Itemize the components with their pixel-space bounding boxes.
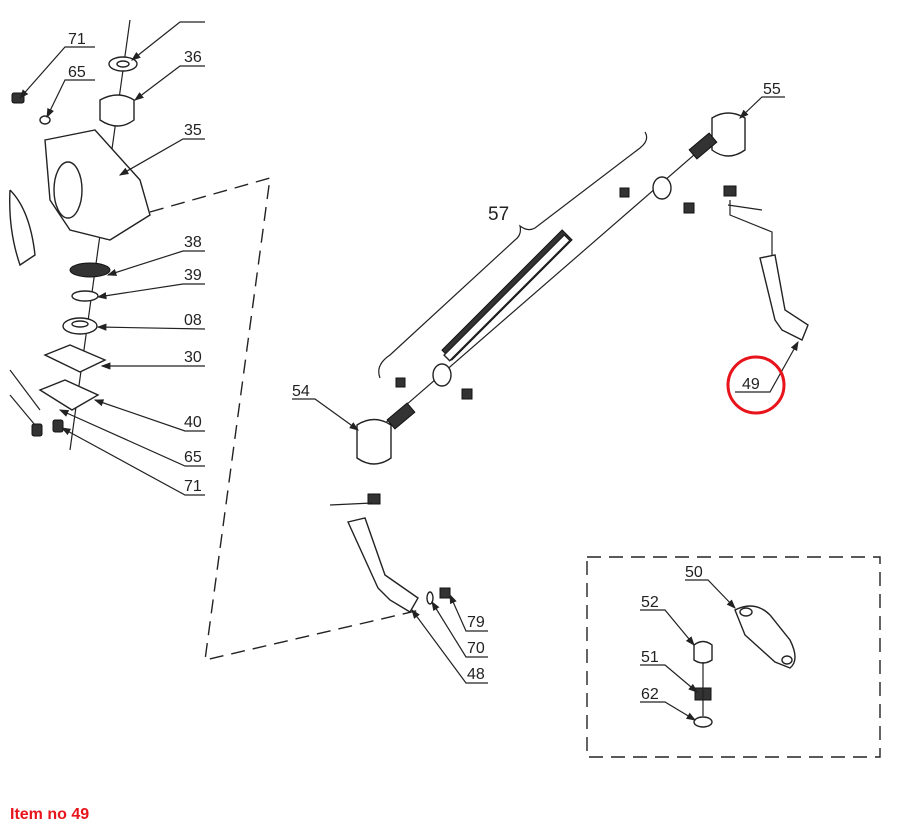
- callout-48: 48: [467, 666, 485, 683]
- steering-arm-49: [759, 254, 809, 341]
- callout-71: 71: [68, 31, 86, 48]
- callout-08: 08: [184, 312, 202, 329]
- callout-70: 70: [467, 640, 485, 657]
- callout-71b: 71: [184, 478, 202, 495]
- callout-30: 30: [184, 349, 202, 366]
- callout-40: 40: [184, 414, 202, 431]
- callout-55: 55: [763, 81, 781, 98]
- callout-52: 52: [641, 594, 659, 611]
- detail-box: [586, 556, 881, 758]
- callout-57: 57: [488, 204, 509, 225]
- knuckle-assembly: [9, 19, 151, 451]
- steering-arm-48: [347, 517, 419, 613]
- highlight-circle: [726, 355, 786, 415]
- callout-38: 38: [184, 234, 202, 251]
- part-62: [693, 716, 713, 728]
- callout-39: 39: [184, 267, 202, 284]
- callout-35: 35: [184, 122, 202, 139]
- callout-79: 79: [467, 614, 485, 631]
- leader-lines: [19, 21, 799, 721]
- tie-rod-assembly: [329, 112, 763, 506]
- callout-49: 49: [742, 376, 760, 393]
- callout-51: 51: [641, 649, 659, 666]
- callout-54: 54: [292, 383, 310, 400]
- callout-65b: 65: [184, 449, 202, 466]
- callout-62: 62: [641, 686, 659, 703]
- callout-50: 50: [685, 564, 703, 581]
- part-52: [693, 640, 713, 664]
- callout-36: 36: [184, 49, 202, 66]
- item-caption: Item no 49: [10, 806, 90, 823]
- callout-65: 65: [68, 64, 86, 81]
- part-50: [734, 605, 796, 669]
